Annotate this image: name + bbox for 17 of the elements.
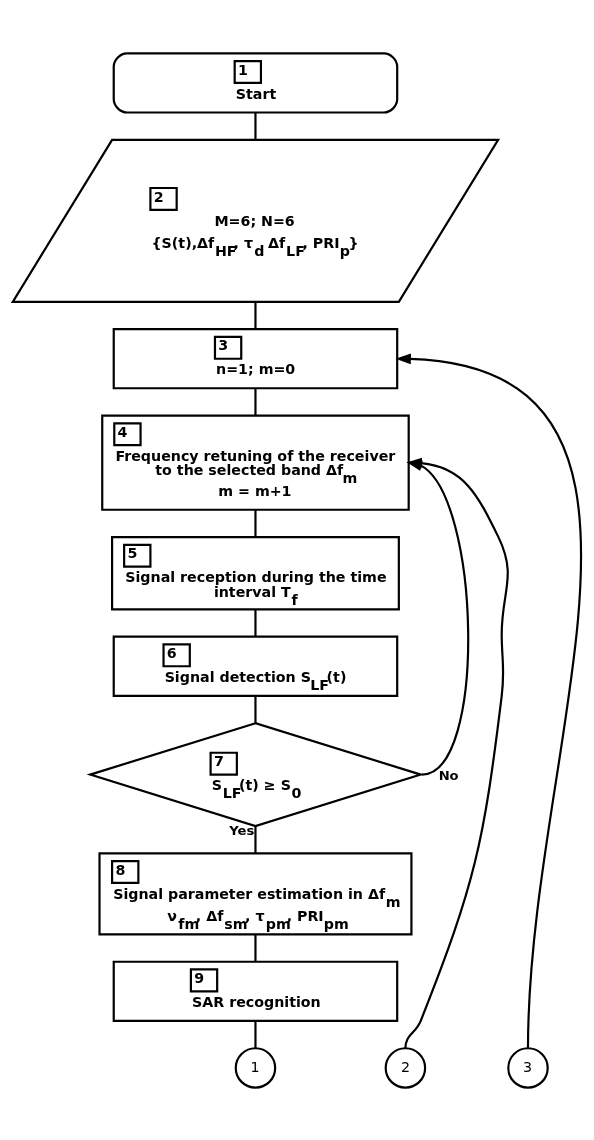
node-circle: 3 bbox=[507, 1046, 549, 1089]
connector bbox=[254, 301, 257, 329]
connector bbox=[254, 388, 257, 415]
node-circle: 1 bbox=[234, 1046, 277, 1089]
node-box: 1 Start bbox=[112, 51, 399, 114]
connector bbox=[254, 934, 257, 962]
connector bbox=[254, 112, 257, 140]
connector bbox=[254, 825, 257, 853]
node-box: 9 SAR recognition bbox=[112, 960, 399, 1022]
edge-label: No bbox=[438, 767, 459, 783]
connector bbox=[254, 1020, 257, 1048]
arrow bbox=[395, 353, 582, 1048]
connector bbox=[254, 695, 257, 723]
connector bbox=[254, 509, 257, 537]
connector bbox=[254, 609, 257, 636]
node-box: 3 n=1; m=0 bbox=[112, 327, 399, 389]
node-circle: 2 bbox=[384, 1046, 427, 1089]
